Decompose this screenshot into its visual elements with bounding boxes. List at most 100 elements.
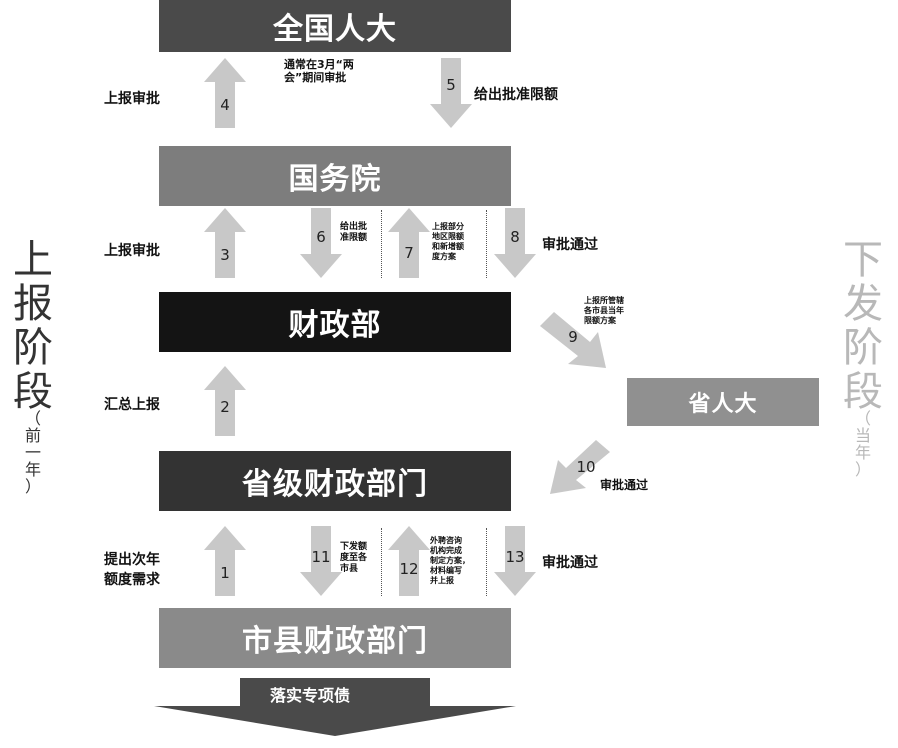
step12-label-line4: 材料编写	[430, 566, 462, 575]
npc-label: 全国人大	[273, 12, 397, 47]
step7-up-arrow	[388, 208, 430, 278]
reporting-stage-sub1: （	[24, 409, 41, 428]
step4-label: 上报审批	[104, 91, 160, 107]
provincial-npc-label: 省人大	[688, 392, 758, 417]
step12-label-line5: 并上报	[430, 576, 454, 585]
reporting-stage-char2: 报	[13, 281, 53, 327]
step11-label-line3: 市县	[340, 564, 359, 574]
reporting-stage-sub2: 前	[24, 426, 41, 445]
issuing-stage-char4: 段	[843, 369, 883, 415]
step12-label-line2: 机构完成	[430, 546, 462, 555]
separator-mid-lower-left	[381, 528, 382, 596]
step7-label-line4: 度方案	[432, 252, 456, 261]
issuing-stage-char1: 下	[843, 237, 883, 283]
separator-mid-upper-right	[486, 210, 487, 278]
reporting-stage-sub4: 年	[24, 460, 41, 479]
step11-down-arrow	[300, 526, 342, 596]
issuing-stage-sub1: （	[854, 409, 871, 428]
step13-number: 13	[505, 548, 525, 566]
step10-diagonal-arrow	[550, 440, 610, 494]
reporting-stage-char3: 阶	[13, 325, 53, 371]
step3-up-arrow	[204, 208, 246, 278]
step9-number: 9	[568, 328, 578, 346]
step1-up-arrow	[204, 526, 246, 596]
issuing-stage-char2: 发	[843, 281, 883, 327]
bottom-arrow	[154, 678, 516, 736]
separator-mid-upper-left	[381, 210, 382, 278]
step6-down-arrow	[300, 208, 342, 278]
issuing-stage-char3: 阶	[843, 325, 883, 371]
provincial-finance-box: 省级财政部门	[159, 451, 511, 511]
npc-box: 全国人大	[159, 0, 511, 52]
issuing-stage-sub4: ）	[854, 460, 871, 479]
step8-down-arrow	[494, 208, 536, 278]
step4-up-arrow	[204, 58, 246, 128]
step9-label-line3: 限额方案	[584, 316, 616, 325]
step1-number: 1	[220, 564, 230, 582]
step6-label-line2: 准限额	[340, 233, 368, 243]
step5-label: 给出批准限额	[474, 87, 558, 103]
state-council-box: 国务院	[159, 146, 511, 206]
step12-number: 12	[399, 560, 419, 578]
step8-number: 8	[510, 228, 520, 246]
step12-label: 外聘咨询 机构完成 制定方案， 材料编写 并上报	[430, 536, 470, 586]
issuing-stage-title: 下 发 阶 段	[838, 238, 888, 414]
reporting-stage-char1: 上	[13, 237, 53, 283]
reporting-stage-subtitle: （ 前 一 年 ）	[23, 410, 43, 495]
step9-label: 上报所管辖 各市县当年 限额方案	[584, 296, 624, 326]
step2-label: 汇总上报	[104, 397, 160, 413]
step6-label: 给出批 准限额	[340, 222, 367, 244]
step9-label-line2: 各市县当年	[584, 306, 624, 315]
reporting-stage-sub5: ）	[24, 477, 41, 496]
bottom-arrow-label: 落实专项债	[270, 686, 351, 705]
reporting-stage-title: 上 报 阶 段	[8, 238, 58, 414]
step2-number: 2	[220, 398, 230, 416]
step7-label-line3: 和新增额	[432, 242, 464, 251]
step4-number: 4	[220, 96, 230, 114]
city-county-finance-box: 市县财政部门	[159, 608, 511, 668]
state-council-label: 国务院	[288, 162, 382, 197]
reporting-stage-sub3: 一	[24, 443, 41, 462]
step11-number: 11	[311, 548, 331, 566]
separator-mid-lower-right	[486, 528, 487, 596]
step1-label-line1: 提出次年	[104, 552, 160, 568]
step5-down-arrow	[430, 58, 472, 128]
step11-label: 下发额 度至各 市县	[340, 542, 367, 575]
step6-label-line1: 给出批	[340, 222, 368, 232]
step12-up-arrow	[388, 526, 430, 596]
step3-number: 3	[220, 246, 230, 264]
step3-label: 上报审批	[104, 243, 160, 259]
step13-down-arrow	[494, 526, 536, 596]
reporting-stage-char4: 段	[13, 369, 53, 415]
step7-number: 7	[404, 244, 414, 262]
step10-number: 10	[576, 458, 596, 476]
mof-box: 财政部	[159, 292, 511, 352]
march-note-line2: 会”期间审批	[284, 71, 347, 84]
step7-label-line1: 上报部分	[432, 222, 464, 231]
issuing-stage-sub2: 当	[854, 426, 871, 445]
issuing-stage-sub3: 年	[854, 443, 871, 462]
issuing-stage-subtitle: （ 当 年 ）	[853, 410, 873, 478]
provincial-npc-box: 省人大	[627, 378, 819, 426]
step11-label-line2: 度至各	[340, 553, 368, 563]
step12-label-line3: 制定方案，	[430, 556, 470, 565]
mof-label: 财政部	[288, 308, 382, 343]
step12-label-line1: 外聘咨询	[430, 536, 462, 545]
step5-number: 5	[446, 76, 456, 94]
step1-label: 提出次年 额度需求	[104, 550, 160, 590]
step8-label: 审批通过	[542, 237, 598, 253]
march-note: 通常在3月“两 会”期间审批	[284, 58, 354, 84]
city-county-finance-label: 市县财政部门	[242, 624, 428, 659]
step9-label-line1: 上报所管辖	[584, 296, 624, 305]
march-note-line1: 通常在3月“两	[284, 58, 354, 71]
step7-label: 上报部分 地区限额 和新增额 度方案	[432, 222, 464, 262]
step7-label-line2: 地区限额	[432, 232, 464, 241]
step10-label: 审批通过	[600, 478, 649, 492]
step9-diagonal-arrow	[540, 312, 606, 368]
step13-label: 审批通过	[542, 555, 598, 571]
step1-label-line2: 额度需求	[104, 572, 160, 588]
step11-label-line1: 下发额	[340, 542, 368, 552]
provincial-finance-label: 省级财政部门	[242, 467, 428, 502]
step2-up-arrow	[204, 366, 246, 436]
step6-number: 6	[316, 228, 326, 246]
